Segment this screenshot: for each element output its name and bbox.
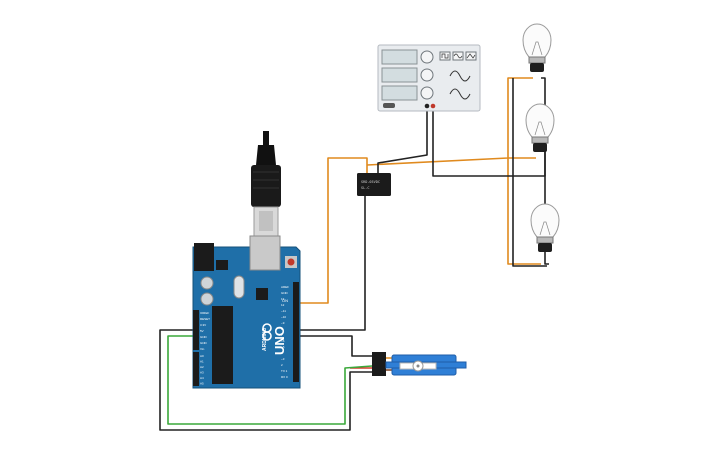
square-wave-icon: [441, 53, 449, 59]
generator-display-2: [381, 67, 418, 83]
analog-pin-label: A2: [200, 365, 204, 369]
arduino-infinity-logo: [262, 323, 272, 341]
dc-power-jack[interactable]: [194, 243, 214, 271]
servo-connector[interactable]: [372, 352, 386, 376]
micro-servo[interactable]: [372, 352, 467, 376]
analog-pin-label: A4: [200, 376, 204, 380]
crystal-oscillator: [233, 275, 245, 299]
relay-label-1: SRD-05VDC: [361, 180, 380, 184]
sine-wave-large-icon-2: [449, 88, 471, 100]
arduino-uno-board[interactable]: ARDUINO UNO ON IOREFRESET3.3V5VGNDGNDVin…: [192, 235, 301, 389]
digital-header[interactable]: [293, 282, 299, 382]
digital-pin-label: 13: [281, 297, 285, 301]
sine-wave-icon: [453, 53, 463, 59]
wire-black-servo-loop[interactable]: [159, 329, 372, 431]
power-pin-label: RESET: [200, 317, 210, 321]
generator-terminal-red[interactable]: [430, 103, 436, 109]
wire-orange-bulb-low[interactable]: [507, 158, 541, 265]
generator-terminal-black[interactable]: [424, 103, 430, 109]
on-led-label: ON: [282, 298, 288, 303]
analog-pin-label: A1: [200, 360, 204, 364]
relay-label-2: SL-C: [361, 186, 369, 190]
light-bulb-1[interactable]: [522, 23, 552, 72]
triangle-wave-icon: [466, 53, 476, 59]
digital-pin-label: 12: [281, 303, 285, 307]
analog-pin-label: A0: [200, 354, 204, 358]
digital-pin-label: 7: [281, 333, 283, 337]
wire-black-servo[interactable]: [300, 335, 372, 357]
digital-pin-label: ~10: [281, 315, 286, 319]
sine-wave-large-icon: [449, 70, 471, 82]
reset-button-cap[interactable]: [287, 258, 295, 266]
function-generator[interactable]: [377, 44, 481, 112]
light-bulb-3[interactable]: [530, 203, 560, 252]
wave-button-triangle[interactable]: [465, 51, 477, 61]
digital-pin-label: RX 0: [281, 375, 288, 379]
power-pin-label: 5V: [200, 329, 204, 333]
usb-chip: [256, 288, 268, 300]
voltage-regulator: [216, 260, 228, 270]
relay[interactable]: SRD-05VDC SL-C: [357, 173, 391, 196]
wire-orange-bulb-top[interactable]: [366, 77, 533, 166]
digital-pin-label: ~5: [281, 345, 285, 349]
digital-pin-label: ~6: [281, 339, 285, 343]
light-bulb-2[interactable]: [525, 103, 555, 152]
wire-green-servo[interactable]: [167, 335, 373, 425]
digital-pin-label: ~9: [281, 321, 285, 325]
generator-display-1: [381, 49, 418, 65]
power-pin-label: GND: [200, 341, 208, 345]
capacitor-2: [200, 292, 214, 306]
digital-pin-label: 4: [281, 351, 283, 355]
power-pin-label: 3.3V: [200, 323, 206, 327]
wire-black-generator[interactable]: [377, 108, 428, 178]
digital-pin-label: TX 1: [281, 369, 288, 373]
power-header[interactable]: [193, 310, 199, 350]
usb-cable[interactable]: [251, 131, 281, 238]
generator-power-switch[interactable]: [383, 103, 395, 108]
generator-knob-1[interactable]: [420, 50, 434, 64]
atmega-chip: [212, 306, 233, 384]
arduino-model-text: UNO: [272, 326, 287, 355]
power-pin-label: GND: [200, 335, 208, 339]
wire-black-bulbs[interactable]: [541, 77, 549, 265]
analog-pin-label: A5: [200, 382, 204, 386]
generator-knob-3[interactable]: [420, 86, 434, 100]
power-pin-label: Vin: [200, 347, 205, 351]
wires: [159, 77, 549, 431]
generator-display-3: [381, 85, 418, 101]
digital-pin-label: GND: [281, 291, 289, 295]
wire-black-bulb-common[interactable]: [512, 78, 547, 267]
digital-pin-label: 2: [281, 363, 283, 367]
digital-pin-label: 8: [281, 327, 283, 331]
analog-pin-label: A3: [200, 371, 204, 375]
wire-black-relay-gnd[interactable]: [300, 196, 366, 331]
digital-pin-label: ~11: [281, 309, 286, 313]
power-pin-label: IOREF: [200, 311, 209, 315]
digital-pin-label: AREF: [281, 285, 289, 289]
usb-port[interactable]: [249, 235, 281, 271]
generator-knob-2[interactable]: [420, 68, 434, 82]
capacitor-1: [200, 276, 214, 290]
wire-orange-signal[interactable]: [300, 157, 368, 304]
digital-pin-label: ~3: [281, 357, 285, 361]
analog-header[interactable]: [193, 352, 199, 386]
